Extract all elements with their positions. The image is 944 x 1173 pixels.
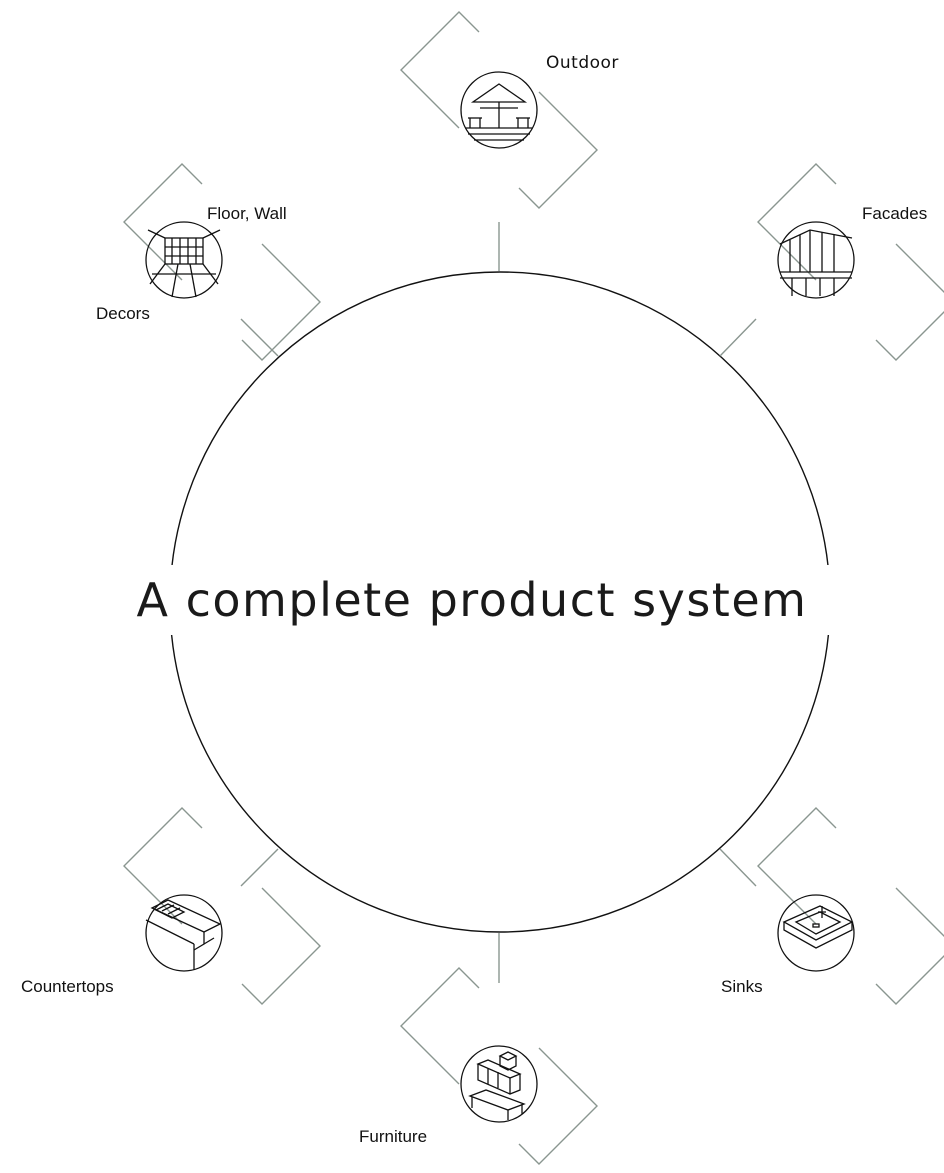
label-outdoor: Outdoor [546,53,619,73]
floor-wall-room-icon [145,221,223,299]
label-facades: Facades [862,204,928,223]
connector-facades [719,318,757,357]
label-countertops: Countertops [21,977,114,996]
label-decors: Decors [96,304,150,323]
bracket-facades [757,163,944,361]
countertop-icon [145,894,223,972]
sink-icon [777,894,855,972]
label-floor-wall: Floor, Wall [207,204,287,223]
label-sinks: Sinks [721,977,763,996]
label-furniture: Furniture [359,1127,428,1146]
bracket-floor-wall [123,163,321,361]
main-title: A complete product system [0,565,944,635]
furniture-icon [460,1045,538,1123]
bracket-frames [123,11,944,1165]
connector-countertops [240,848,279,887]
bracket-outdoor [400,11,598,209]
bracket-countertops [123,807,321,1005]
bracket-furniture [400,967,598,1165]
bracket-sinks [757,807,944,1005]
facade-building-icon [777,221,855,299]
connector-sinks [719,848,757,887]
outdoor-table-icon [460,71,538,149]
